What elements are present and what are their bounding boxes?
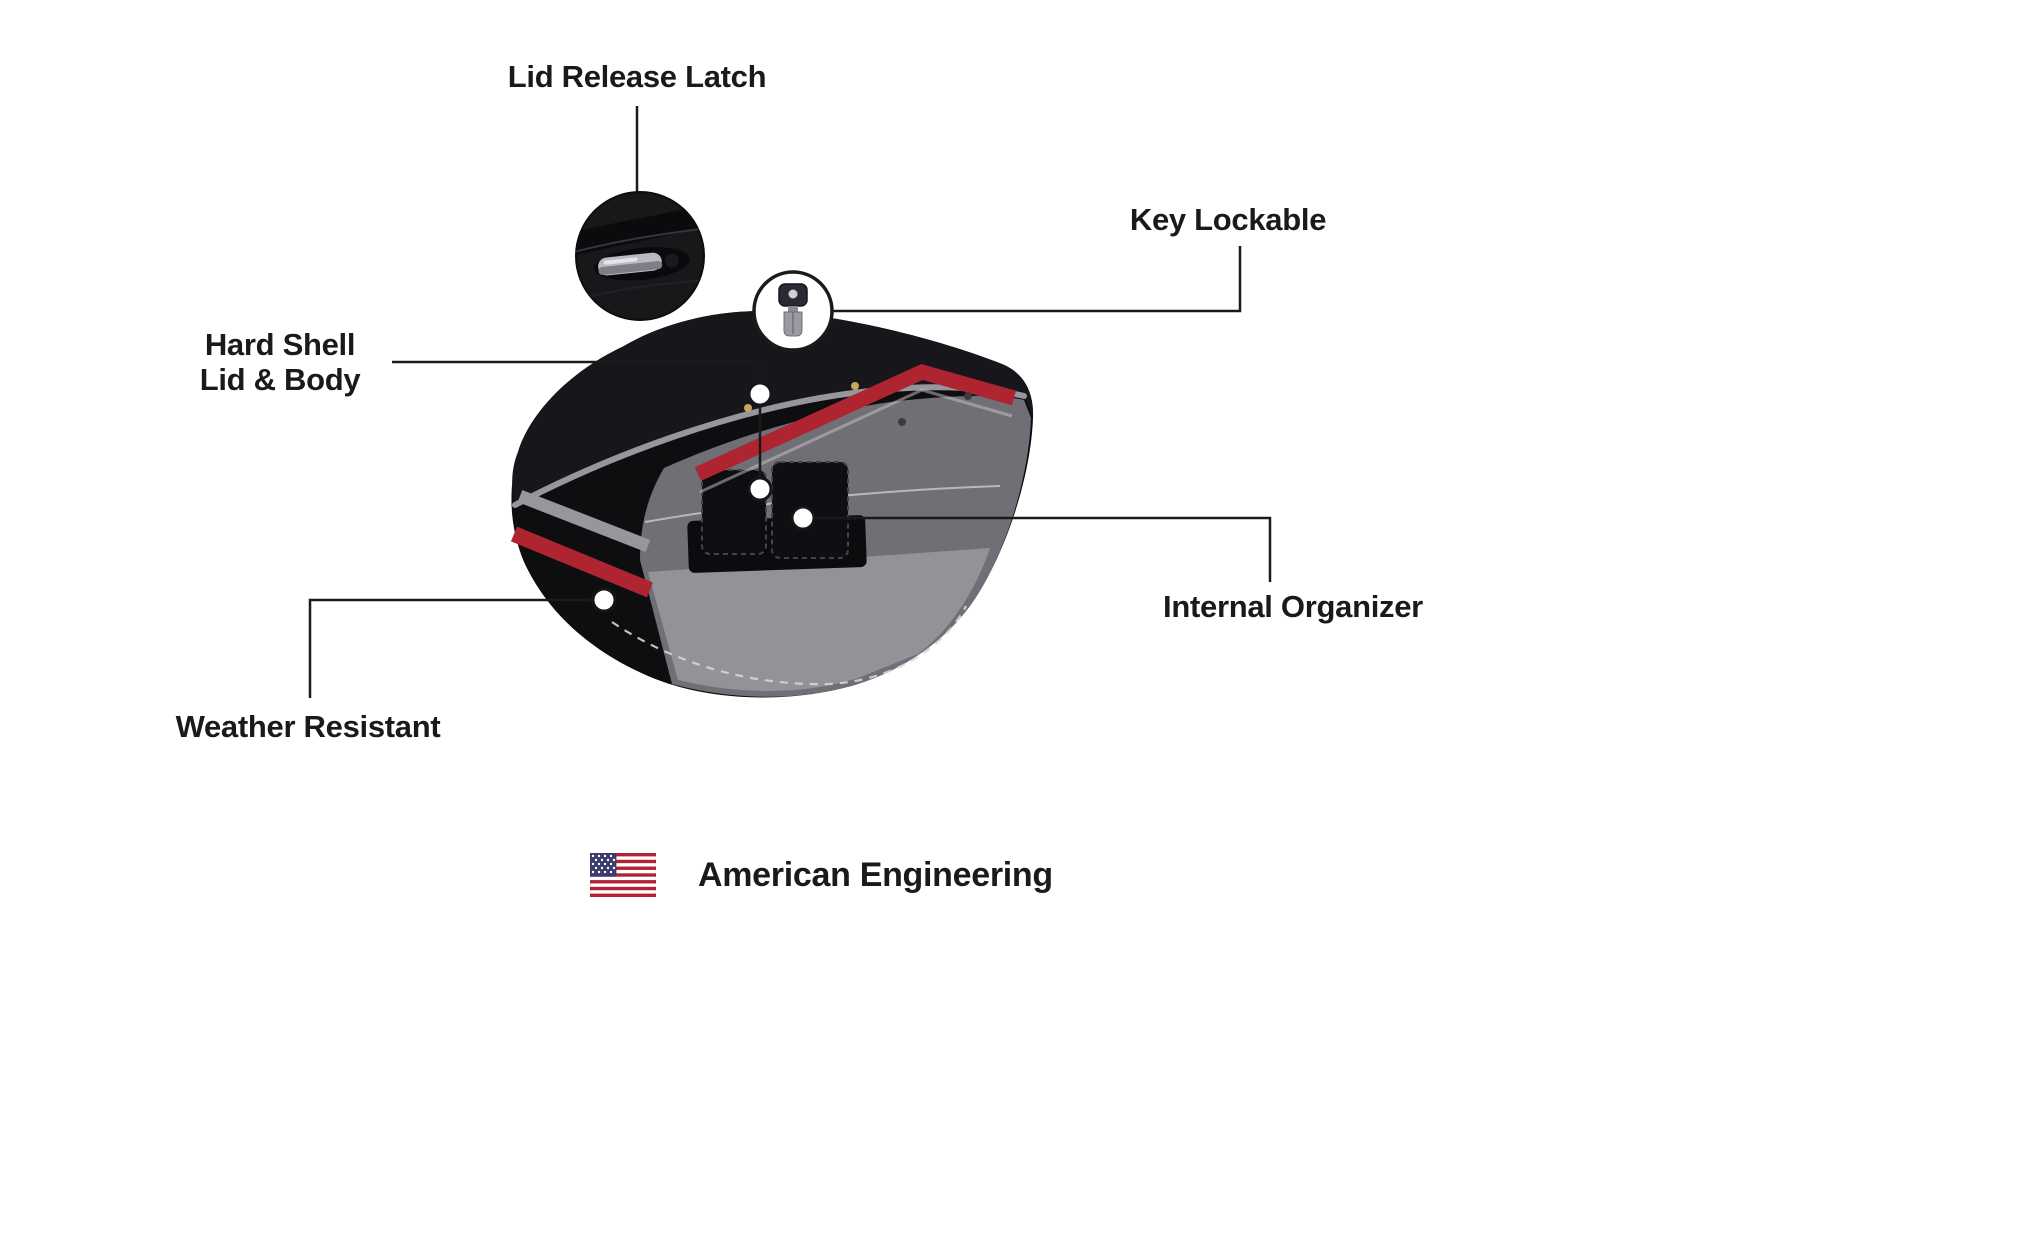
stitch-line bbox=[611, 605, 967, 686]
left-chevron-red bbox=[510, 526, 654, 598]
footer: American Engineering bbox=[590, 853, 1053, 897]
callout-line-key-lockable bbox=[833, 246, 1242, 313]
callout-marker-hard-shell-lid bbox=[747, 381, 773, 407]
callout-lines bbox=[308, 106, 1272, 698]
callout-line-internal-organizer bbox=[812, 516, 1272, 582]
callout-line-hard-shell bbox=[392, 360, 762, 488]
latch-detail-inset bbox=[575, 191, 705, 321]
callout-label-weather-resistant: Weather Resistant bbox=[175, 709, 441, 744]
interior-lower-panel bbox=[648, 548, 990, 691]
lid-latch-detail-icon bbox=[576, 204, 704, 301]
callout-line-weather-resistant bbox=[308, 598, 612, 698]
red-accent-stripe bbox=[694, 364, 1017, 481]
saddlebag-body bbox=[510, 311, 1034, 698]
hard-shell-line2: Lid & Body bbox=[199, 361, 361, 397]
callout-marker-internal-organizer bbox=[790, 505, 816, 531]
us-flag-icon bbox=[590, 853, 656, 897]
bag-lid bbox=[512, 311, 1034, 505]
callout-label-hard-shell: Hard Shell Lid & Body bbox=[199, 327, 361, 397]
callout-marker-hard-shell-body bbox=[747, 476, 773, 502]
callout-marker-weather-resistant bbox=[591, 587, 617, 613]
hard-shell-line1: Hard Shell bbox=[204, 327, 356, 362]
callout-markers bbox=[591, 381, 816, 613]
callout-label-lid-release-latch: Lid Release Latch bbox=[507, 59, 767, 94]
footer-text: American Engineering bbox=[698, 855, 1053, 894]
callout-label-key-lockable: Key Lockable bbox=[1129, 202, 1327, 237]
key-badge bbox=[752, 270, 834, 352]
accent-underline bbox=[699, 388, 1013, 494]
left-chevron-gray bbox=[517, 489, 651, 553]
callout-label-internal-organizer: Internal Organizer bbox=[1163, 589, 1423, 624]
key-icon bbox=[778, 283, 808, 337]
lid-rivets bbox=[744, 382, 972, 426]
